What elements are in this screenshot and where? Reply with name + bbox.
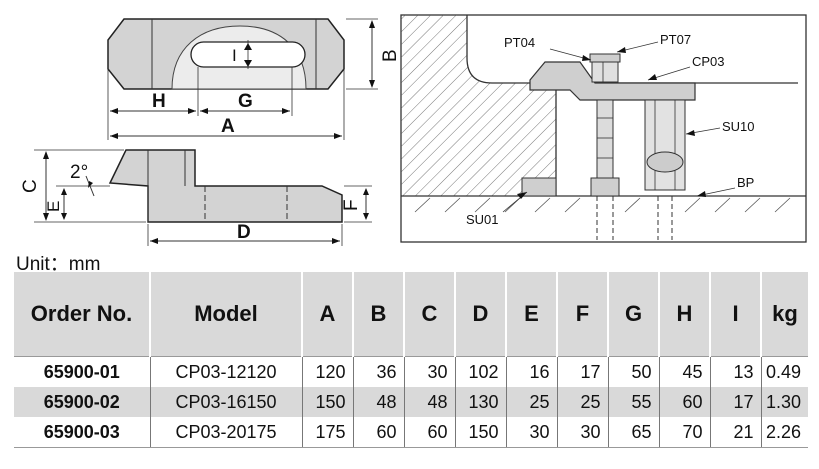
dim-label-h: H: [152, 91, 166, 112]
header-a: A: [301, 272, 353, 357]
clamp-top-view: I B H G A: [107, 18, 401, 140]
dim-label-f: F: [341, 199, 362, 211]
header-h: H: [658, 272, 710, 357]
header-i: I: [709, 272, 761, 357]
header-e: E: [505, 272, 557, 357]
header-order-no: Order No.: [14, 272, 150, 357]
cell-f: 25: [556, 387, 608, 417]
table-row: 65900-03 CP03-20175 175 60 60 150 30 30 …: [14, 417, 808, 448]
dim-label-d: D: [237, 222, 251, 243]
cell-g: 50: [607, 356, 659, 387]
cell-kg: 0.49: [760, 356, 808, 387]
dim-label-c: C: [20, 179, 41, 193]
cell-model: CP03-20175: [149, 417, 302, 448]
dim-label-angle: 2°: [70, 162, 88, 183]
cell-d: 102: [454, 356, 506, 387]
header-kg: kg: [760, 272, 808, 357]
part-label-su10: SU10: [722, 119, 755, 134]
cell-b: 48: [352, 387, 404, 417]
cell-h: 45: [658, 356, 710, 387]
cell-order-no: 65900-03: [14, 417, 150, 448]
header-c: C: [403, 272, 455, 357]
cell-d: 150: [454, 417, 506, 448]
cell-model: CP03-12120: [149, 356, 302, 387]
cell-f: 30: [556, 417, 608, 448]
cell-e: 25: [505, 387, 557, 417]
clamp-side-view: C E 2° F D: [20, 149, 372, 246]
table-header-row: Order No. Model A B C D E F G H I kg: [14, 272, 808, 357]
dim-label-i: I: [232, 46, 237, 65]
cell-b: 36: [352, 356, 404, 387]
cell-kg: 2.26: [760, 417, 808, 448]
table-row: 65900-01 CP03-12120 120 36 30 102 16 17 …: [14, 356, 808, 387]
part-label-pt07: PT07: [660, 32, 691, 47]
cell-b: 60: [352, 417, 404, 448]
header-g: G: [607, 272, 659, 357]
technical-drawings: I B H G A C: [20, 14, 807, 246]
unit-label: Unit：mm: [16, 254, 101, 275]
cell-i: 17: [709, 387, 761, 417]
dim-label-a: A: [221, 116, 235, 137]
cell-a: 120: [301, 356, 353, 387]
cell-h: 70: [658, 417, 710, 448]
cell-e: 30: [505, 417, 557, 448]
part-label-cp03: CP03: [692, 54, 725, 69]
cell-g: 65: [607, 417, 659, 448]
cell-a: 150: [301, 387, 353, 417]
table-row: 65900-02 CP03-16150 150 48 48 130 25 25 …: [14, 387, 808, 417]
cell-g: 55: [607, 387, 659, 417]
dim-label-b: B: [380, 49, 401, 62]
cell-a: 175: [301, 417, 353, 448]
part-label-pt04: PT04: [504, 35, 535, 50]
cell-c: 30: [403, 356, 455, 387]
cell-order-no: 65900-01: [14, 356, 150, 387]
cell-f: 17: [556, 356, 608, 387]
cell-order-no: 65900-02: [14, 387, 150, 417]
cell-h: 60: [658, 387, 710, 417]
header-b: B: [352, 272, 404, 357]
cell-c: 60: [403, 417, 455, 448]
cell-kg: 1.30: [760, 387, 808, 417]
cell-d: 130: [454, 387, 506, 417]
assembly-view: PT04 PT07 CP03 SU10 BP SU01: [400, 14, 807, 243]
header-model: Model: [149, 272, 302, 357]
dim-label-g: G: [238, 91, 253, 112]
cell-model: CP03-16150: [149, 387, 302, 417]
cell-i: 13: [709, 356, 761, 387]
cell-c: 48: [403, 387, 455, 417]
cell-i: 21: [709, 417, 761, 448]
header-d: D: [454, 272, 506, 357]
part-label-bp: BP: [737, 175, 754, 190]
spec-table: Order No. Model A B C D E F G H I kg 659…: [14, 272, 808, 448]
part-label-su01: SU01: [466, 212, 499, 227]
header-f: F: [556, 272, 608, 357]
cell-e: 16: [505, 356, 557, 387]
dim-label-e: E: [44, 201, 63, 212]
